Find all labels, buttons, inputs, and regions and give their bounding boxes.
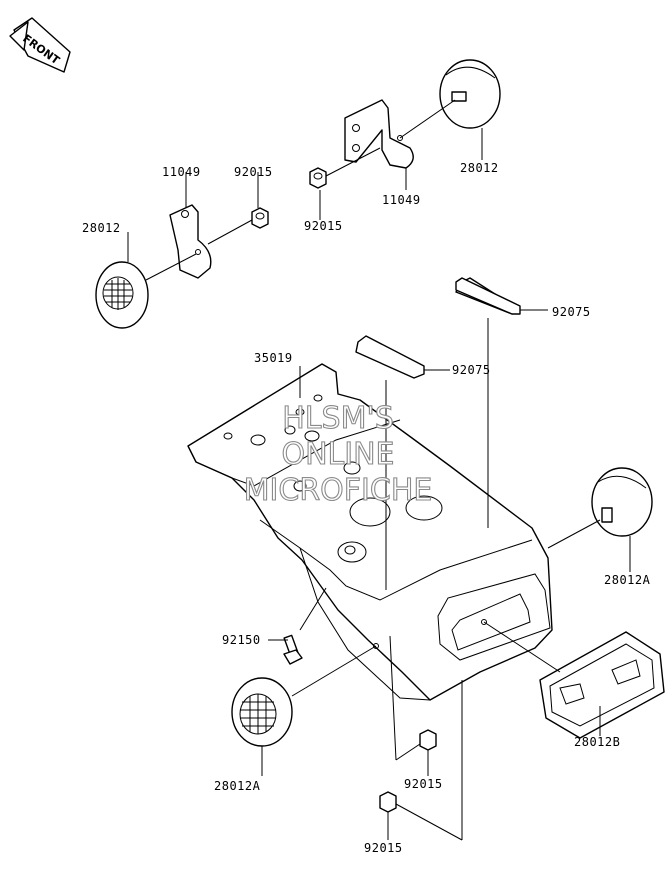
- bolt-92150: [283, 634, 303, 665]
- reflector-28012A-left: [231, 677, 293, 747]
- nut-92015-top-left: [251, 207, 269, 229]
- label-11049-right: 11049: [382, 193, 421, 207]
- label-92075-upper: 92075: [552, 305, 591, 319]
- nut-92015-bottom-mid: [419, 729, 437, 751]
- front-arrow-icon: FRONT: [9, 17, 71, 73]
- watermark-line3: MICROFICHE: [244, 473, 433, 508]
- label-92075-lower: 92075: [452, 363, 491, 377]
- label-28012A-left: 28012A: [214, 779, 261, 793]
- nut-92015-top-mid: [309, 167, 327, 189]
- bracket-11049-left: [169, 204, 212, 279]
- watermark: HLSM'S ONLINE MICROFICHE: [243, 400, 433, 508]
- label-28012-right: 28012: [460, 161, 499, 175]
- label-28012A-right: 28012A: [604, 573, 651, 587]
- label-35019: 35019: [254, 351, 293, 365]
- reflector-28012-right: [439, 59, 501, 129]
- label-28012B: 28012B: [574, 735, 620, 749]
- pad-92075-upper: [455, 277, 521, 315]
- nut-92015-bottom: [379, 791, 397, 813]
- label-28012-left: 28012: [82, 221, 121, 235]
- bracket-11049-right: [344, 99, 414, 169]
- reflector-28012A-right: [591, 467, 653, 537]
- reflector-28012-left: [95, 261, 149, 329]
- label-92015-top-mid: 92015: [304, 219, 343, 233]
- housing-35019: [187, 363, 553, 701]
- pad-92075-lower: [355, 335, 425, 379]
- label-92015-bottom: 92015: [364, 841, 403, 855]
- label-92015-bottom-mid: 92015: [404, 777, 443, 791]
- reflector-28012B: [539, 631, 665, 739]
- label-92150: 92150: [222, 633, 261, 647]
- label-11049-left: 11049: [162, 165, 201, 179]
- label-92015-top-left: 92015: [234, 165, 273, 179]
- watermark-line1: HLSM'S: [282, 401, 394, 436]
- watermark-line2: ONLINE: [281, 437, 394, 472]
